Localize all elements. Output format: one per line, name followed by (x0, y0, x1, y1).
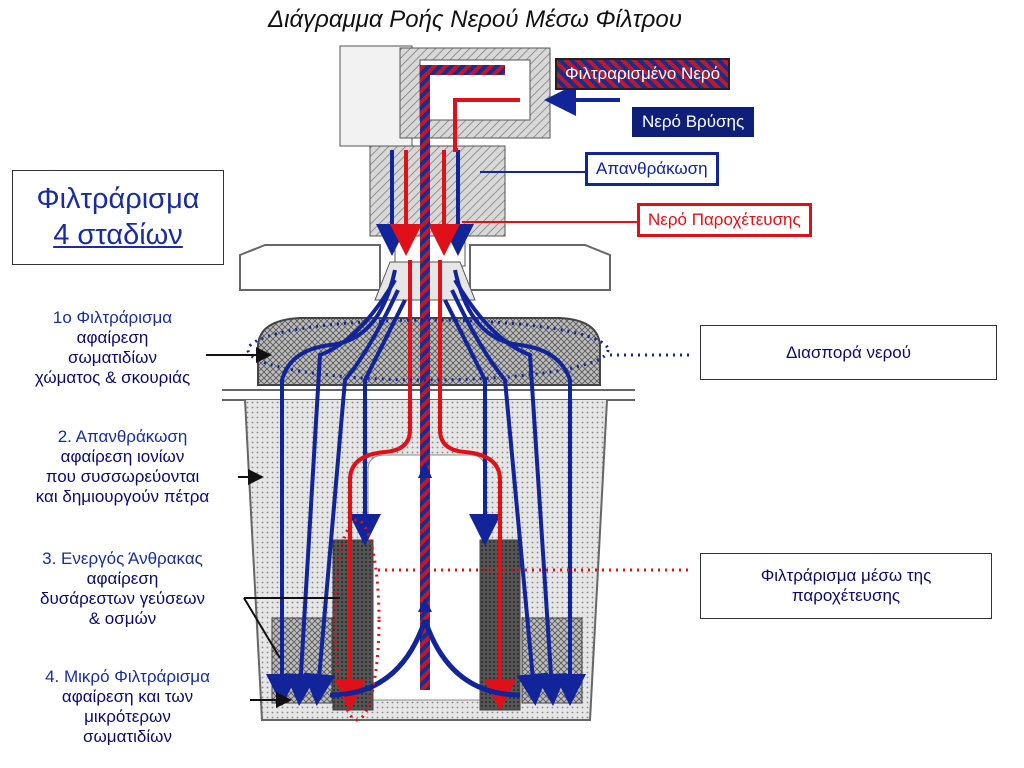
stage-2-line: και δημιουργούν πέτρα (35, 487, 210, 506)
stage-2-line: αφαίρεση ιονίων (60, 447, 185, 466)
carbon-removal-label: Απανθράκωση (585, 152, 719, 186)
filtered-water-flow (329, 65, 521, 698)
tap-water-flow (266, 84, 620, 706)
stage-3-line: δυσάρεστων γεύσεων (39, 589, 205, 608)
stage-1-line: σωματιδίων (68, 348, 157, 367)
bypass-zone (333, 518, 381, 722)
stage3-pointer (243, 597, 340, 659)
bypass-water-label: Νερό Παροχέτευσης (637, 203, 812, 237)
diagram-title: Διάγραμμα Ροής Νερού Μέσω Φίλτρου (268, 6, 682, 33)
stage-1: 1ο Φιλτράρισμα αφαίρεση σωματιδίων χώματ… (0, 308, 225, 388)
stage-2-head: 2. Απανθράκωση (57, 427, 188, 446)
dispersion-box: Διασπορά νερού (700, 325, 997, 380)
stage-3-line: & οσμών (88, 609, 157, 628)
stage-4-head: 4. Μικρό Φιλτράρισμα (45, 667, 210, 686)
stages-title-line1: Φιλτράρισμα (36, 183, 200, 215)
stage-3: 3. Ενεργός Άνθρακας αφαίρεση δυσάρεστων … (0, 549, 245, 629)
stage-4-line: αφαίρεση και των (61, 687, 194, 706)
stages-title-line2: 4 σταδίων (53, 219, 183, 251)
bypass-water-flow (334, 98, 520, 711)
stage-2: 2. Απανθράκωση αφαίρεση ιονίων που συσσω… (0, 427, 245, 507)
stage-2-line: που συσσωρεύονται (45, 467, 200, 486)
bypass-filtering-box: Φιλτράρισμα μέσω της παροχέτευσης (700, 553, 992, 619)
stage-4: 4. Μικρό Φιλτράρισμα αφαίρεση και των μι… (0, 667, 255, 747)
dispersion-text: Διασπορά νερού (785, 342, 912, 362)
stage-1-line: χώματος & σκουριάς (34, 368, 191, 387)
filtered-water-label: Φιλτραρισμένο Νερό (555, 58, 731, 90)
stage-1-line: αφαίρεση (76, 328, 149, 347)
stage-1-head: 1ο Φιλτράρισμα (52, 308, 173, 327)
dispersion-zone (246, 318, 610, 382)
stages-title-box: Φιλτράρισμα 4 σταδίων (12, 170, 224, 265)
stage-4-line: σωματιδίων (83, 727, 172, 746)
tap-water-label: Νερό Βρύσης (632, 107, 755, 137)
stage-4-line: μικρότερων (84, 707, 171, 726)
bypass-filtering-text: Φιλτράρισμα μέσω της παροχέτευσης (760, 566, 932, 605)
stage-3-head: 3. Ενεργός Άνθρακας (42, 549, 203, 568)
stage-3-line: αφαίρεση (86, 569, 159, 588)
